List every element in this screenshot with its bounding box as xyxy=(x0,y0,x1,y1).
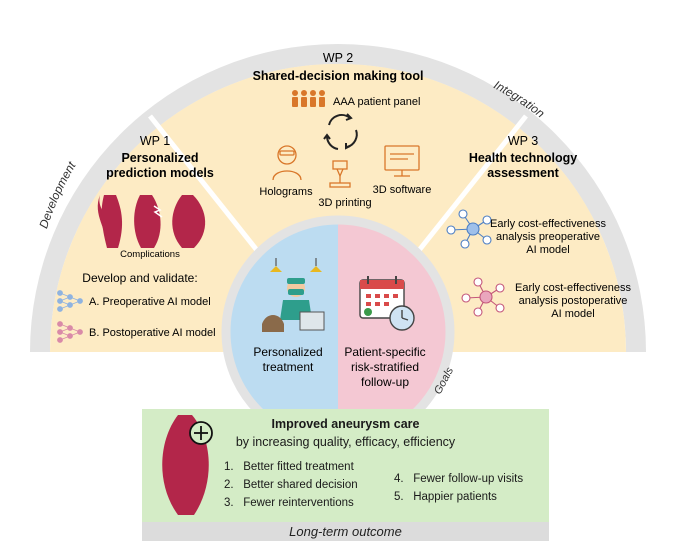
outcome-item-text: Fewer reinterventions xyxy=(243,497,354,509)
patient-panel-label: AAA patient panel xyxy=(333,96,420,108)
outcome-item-4: 4. Fewer follow-up visits xyxy=(394,473,523,485)
wp3-pre-line2: analysis preoperative xyxy=(496,231,600,243)
center-right-half xyxy=(338,220,450,444)
center-right-line2: risk-stratified xyxy=(351,360,419,374)
outcome-item-1: 1. Better fitted treatment xyxy=(224,461,354,473)
outcome-title: Improved aneurysm care xyxy=(271,417,420,431)
3d-printing-label: 3D printing xyxy=(318,197,371,209)
3d-software-label: 3D software xyxy=(373,184,432,196)
network-analysis-icon-blue xyxy=(446,209,492,249)
cycle-arrows-icon xyxy=(323,113,358,150)
outcome-item-number: 5. xyxy=(394,491,404,503)
outcome-item-5: 5. Happier patients xyxy=(394,491,497,503)
neural-network-icon-blue xyxy=(57,290,83,312)
aneurysm-plus-icon xyxy=(162,415,213,515)
outcome-item-text: Happier patients xyxy=(413,491,497,503)
outcome-box: Improved aneurysm care by increasing qua… xyxy=(142,409,549,522)
ruptured-aneurysm-icon xyxy=(134,195,163,248)
wp3-pre-line3: AI model xyxy=(526,244,569,256)
wp2-title: Shared-decision making tool xyxy=(253,69,424,83)
wp3-title-line1: Health technology xyxy=(469,151,577,165)
outcome-item-number: 2. xyxy=(224,479,234,491)
outcome-item-2: 2. Better shared decision xyxy=(224,479,358,491)
hologram-person-icon xyxy=(272,145,302,181)
wp3-post-line1: Early cost-effectiveness xyxy=(515,282,631,294)
3d-software-monitor-icon xyxy=(384,145,420,177)
wp3-pre-line1: Early cost-effectiveness xyxy=(490,218,606,230)
center-left-line1: Personalized xyxy=(253,345,322,359)
complications-label: Complications xyxy=(120,249,180,260)
wp3-post-line3: AI model xyxy=(551,308,594,320)
develop-label: Develop and validate: xyxy=(82,271,197,285)
outcome-item-text: Better fitted treatment xyxy=(243,461,354,473)
calendar-clock-icon xyxy=(359,276,415,331)
wp2-label: WP 2 xyxy=(323,51,353,65)
patient-panel-icon xyxy=(292,90,325,107)
outcome-item-text: Fewer follow-up visits xyxy=(413,473,524,485)
outcome-item-3: 3. Fewer reinterventions xyxy=(224,497,354,509)
surgeon-icon xyxy=(262,258,325,332)
long-term-outcome-label: Long-term outcome xyxy=(142,522,549,541)
wp1-title-line2: prediction models xyxy=(106,166,214,180)
wp3-title-line2: assessment xyxy=(487,166,559,180)
model-b-label: B. Postoperative AI model xyxy=(89,327,216,339)
outcome-item-number: 1. xyxy=(224,461,234,473)
wp1-title-line1: Personalized xyxy=(121,151,198,165)
3d-printer-icon xyxy=(329,160,351,188)
model-a-label: A. Preoperative AI model xyxy=(89,296,211,308)
sector-wp2 xyxy=(158,63,518,352)
outcome-item-text: Better shared decision xyxy=(243,479,358,491)
center-right-line3: follow-up xyxy=(361,375,409,389)
center-left-line2: treatment xyxy=(263,360,314,374)
wp3-label: WP 3 xyxy=(508,134,538,148)
wp1-label: WP 1 xyxy=(140,134,170,148)
outcome-item-number: 4. xyxy=(394,473,404,485)
aneurysm-vessel-icon-2 xyxy=(172,195,206,248)
holograms-label: Holograms xyxy=(259,186,313,198)
wp3-post-line2: analysis postoperative xyxy=(519,295,628,307)
center-right-line1: Patient-specific xyxy=(344,345,425,359)
outcome-item-number: 3. xyxy=(224,497,234,509)
neural-network-icon-pink xyxy=(57,321,83,343)
aneurysm-vessel-icon xyxy=(97,195,123,248)
outcome-subtitle: by increasing quality, efficacy, efficie… xyxy=(235,435,456,449)
network-analysis-icon-pink xyxy=(461,277,505,317)
